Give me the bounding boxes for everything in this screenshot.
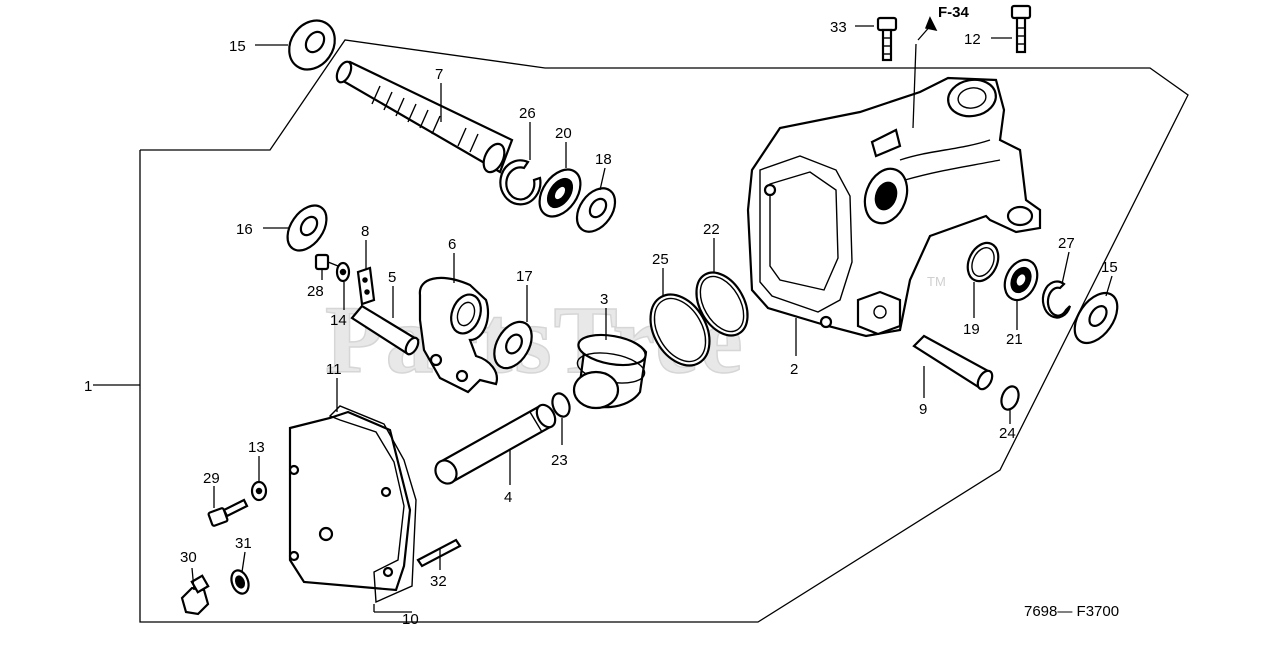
housing-2 <box>746 76 1042 338</box>
o-ring-22-inner <box>699 275 745 333</box>
callout-23: 23 <box>551 452 568 469</box>
callout-3: 3 <box>600 291 608 308</box>
callout-24: 24 <box>999 425 1016 442</box>
callout-21: 21 <box>1006 331 1023 348</box>
screw-28 <box>314 253 339 271</box>
bearing-21 <box>1003 258 1039 302</box>
cover-plate-10 <box>288 410 412 592</box>
bearing-20 <box>538 168 582 218</box>
callout-15-right: 15 <box>1101 259 1118 276</box>
callout-33: 33 <box>830 19 847 36</box>
circlip-26 <box>499 159 542 206</box>
o-ring-25-inner <box>653 297 707 363</box>
callout-8: 8 <box>361 223 369 240</box>
callout-31: 31 <box>235 535 252 552</box>
pin-5 <box>350 304 420 356</box>
callout-30: 30 <box>180 549 197 566</box>
washer-14 <box>335 261 351 283</box>
callout-22: 22 <box>703 221 720 238</box>
washer-15-right <box>1073 291 1119 345</box>
piston-3 <box>572 333 648 410</box>
washer-18 <box>575 187 617 233</box>
footer-code: 7698— F3700 <box>1024 603 1119 620</box>
callout-6: 6 <box>448 236 456 253</box>
arm-6 <box>418 276 498 394</box>
leader-lines <box>93 25 1113 613</box>
plate-8 <box>356 266 376 306</box>
callout-17: 17 <box>516 268 533 285</box>
watermark-trademark: TM <box>927 274 946 289</box>
callout-12: 12 <box>964 31 981 48</box>
seal-19-inner <box>971 247 995 277</box>
washer-15-top <box>288 19 336 71</box>
callout-14: 14 <box>330 312 347 329</box>
o-ring-23 <box>551 392 571 418</box>
figure-ref-arrow <box>917 16 938 41</box>
callout-16: 16 <box>236 221 253 238</box>
callout-28: 28 <box>307 283 324 300</box>
callout-15-top: 15 <box>229 38 246 55</box>
callout-9: 9 <box>919 401 927 418</box>
washer-17 <box>493 320 533 370</box>
o-ring-22 <box>695 271 749 337</box>
bolt-33 <box>876 16 898 62</box>
callout-11: 11 <box>326 361 342 378</box>
washer-13 <box>250 480 268 502</box>
rod-4 <box>434 403 557 485</box>
callout-20: 20 <box>555 125 572 142</box>
pin-9 <box>912 334 994 391</box>
callout-2: 2 <box>790 361 798 378</box>
washer-16 <box>286 204 328 252</box>
pin-32 <box>416 538 462 568</box>
callout-7: 7 <box>435 66 443 83</box>
callout-5: 5 <box>388 269 396 286</box>
callout-32: 32 <box>430 573 447 590</box>
callout-13: 13 <box>248 439 265 456</box>
callout-10: 10 <box>402 611 419 628</box>
plug-30 <box>180 574 210 616</box>
shaft-part <box>335 60 514 174</box>
callout-25: 25 <box>652 251 669 268</box>
callout-18: 18 <box>595 151 612 168</box>
callout-1: 1 <box>84 378 92 395</box>
circlip-27 <box>1041 280 1072 319</box>
callout-4: 4 <box>504 489 512 506</box>
figure-ref-label: F-34 <box>938 4 970 21</box>
callout-26: 26 <box>519 105 536 122</box>
washer-31 <box>230 569 250 595</box>
gasket-11 <box>328 405 417 604</box>
bolt-12 <box>1010 4 1032 54</box>
seal-19 <box>966 241 1000 283</box>
callout-19: 19 <box>963 321 980 338</box>
callout-labels: 15 7 26 20 18 16 28 14 8 5 6 17 3 25 22 … <box>84 19 1118 628</box>
callout-27: 27 <box>1058 235 1075 252</box>
assembly-boundary <box>139 39 1189 623</box>
o-ring-24 <box>1000 385 1020 411</box>
callout-29: 29 <box>203 470 220 487</box>
bolt-29 <box>207 498 249 527</box>
